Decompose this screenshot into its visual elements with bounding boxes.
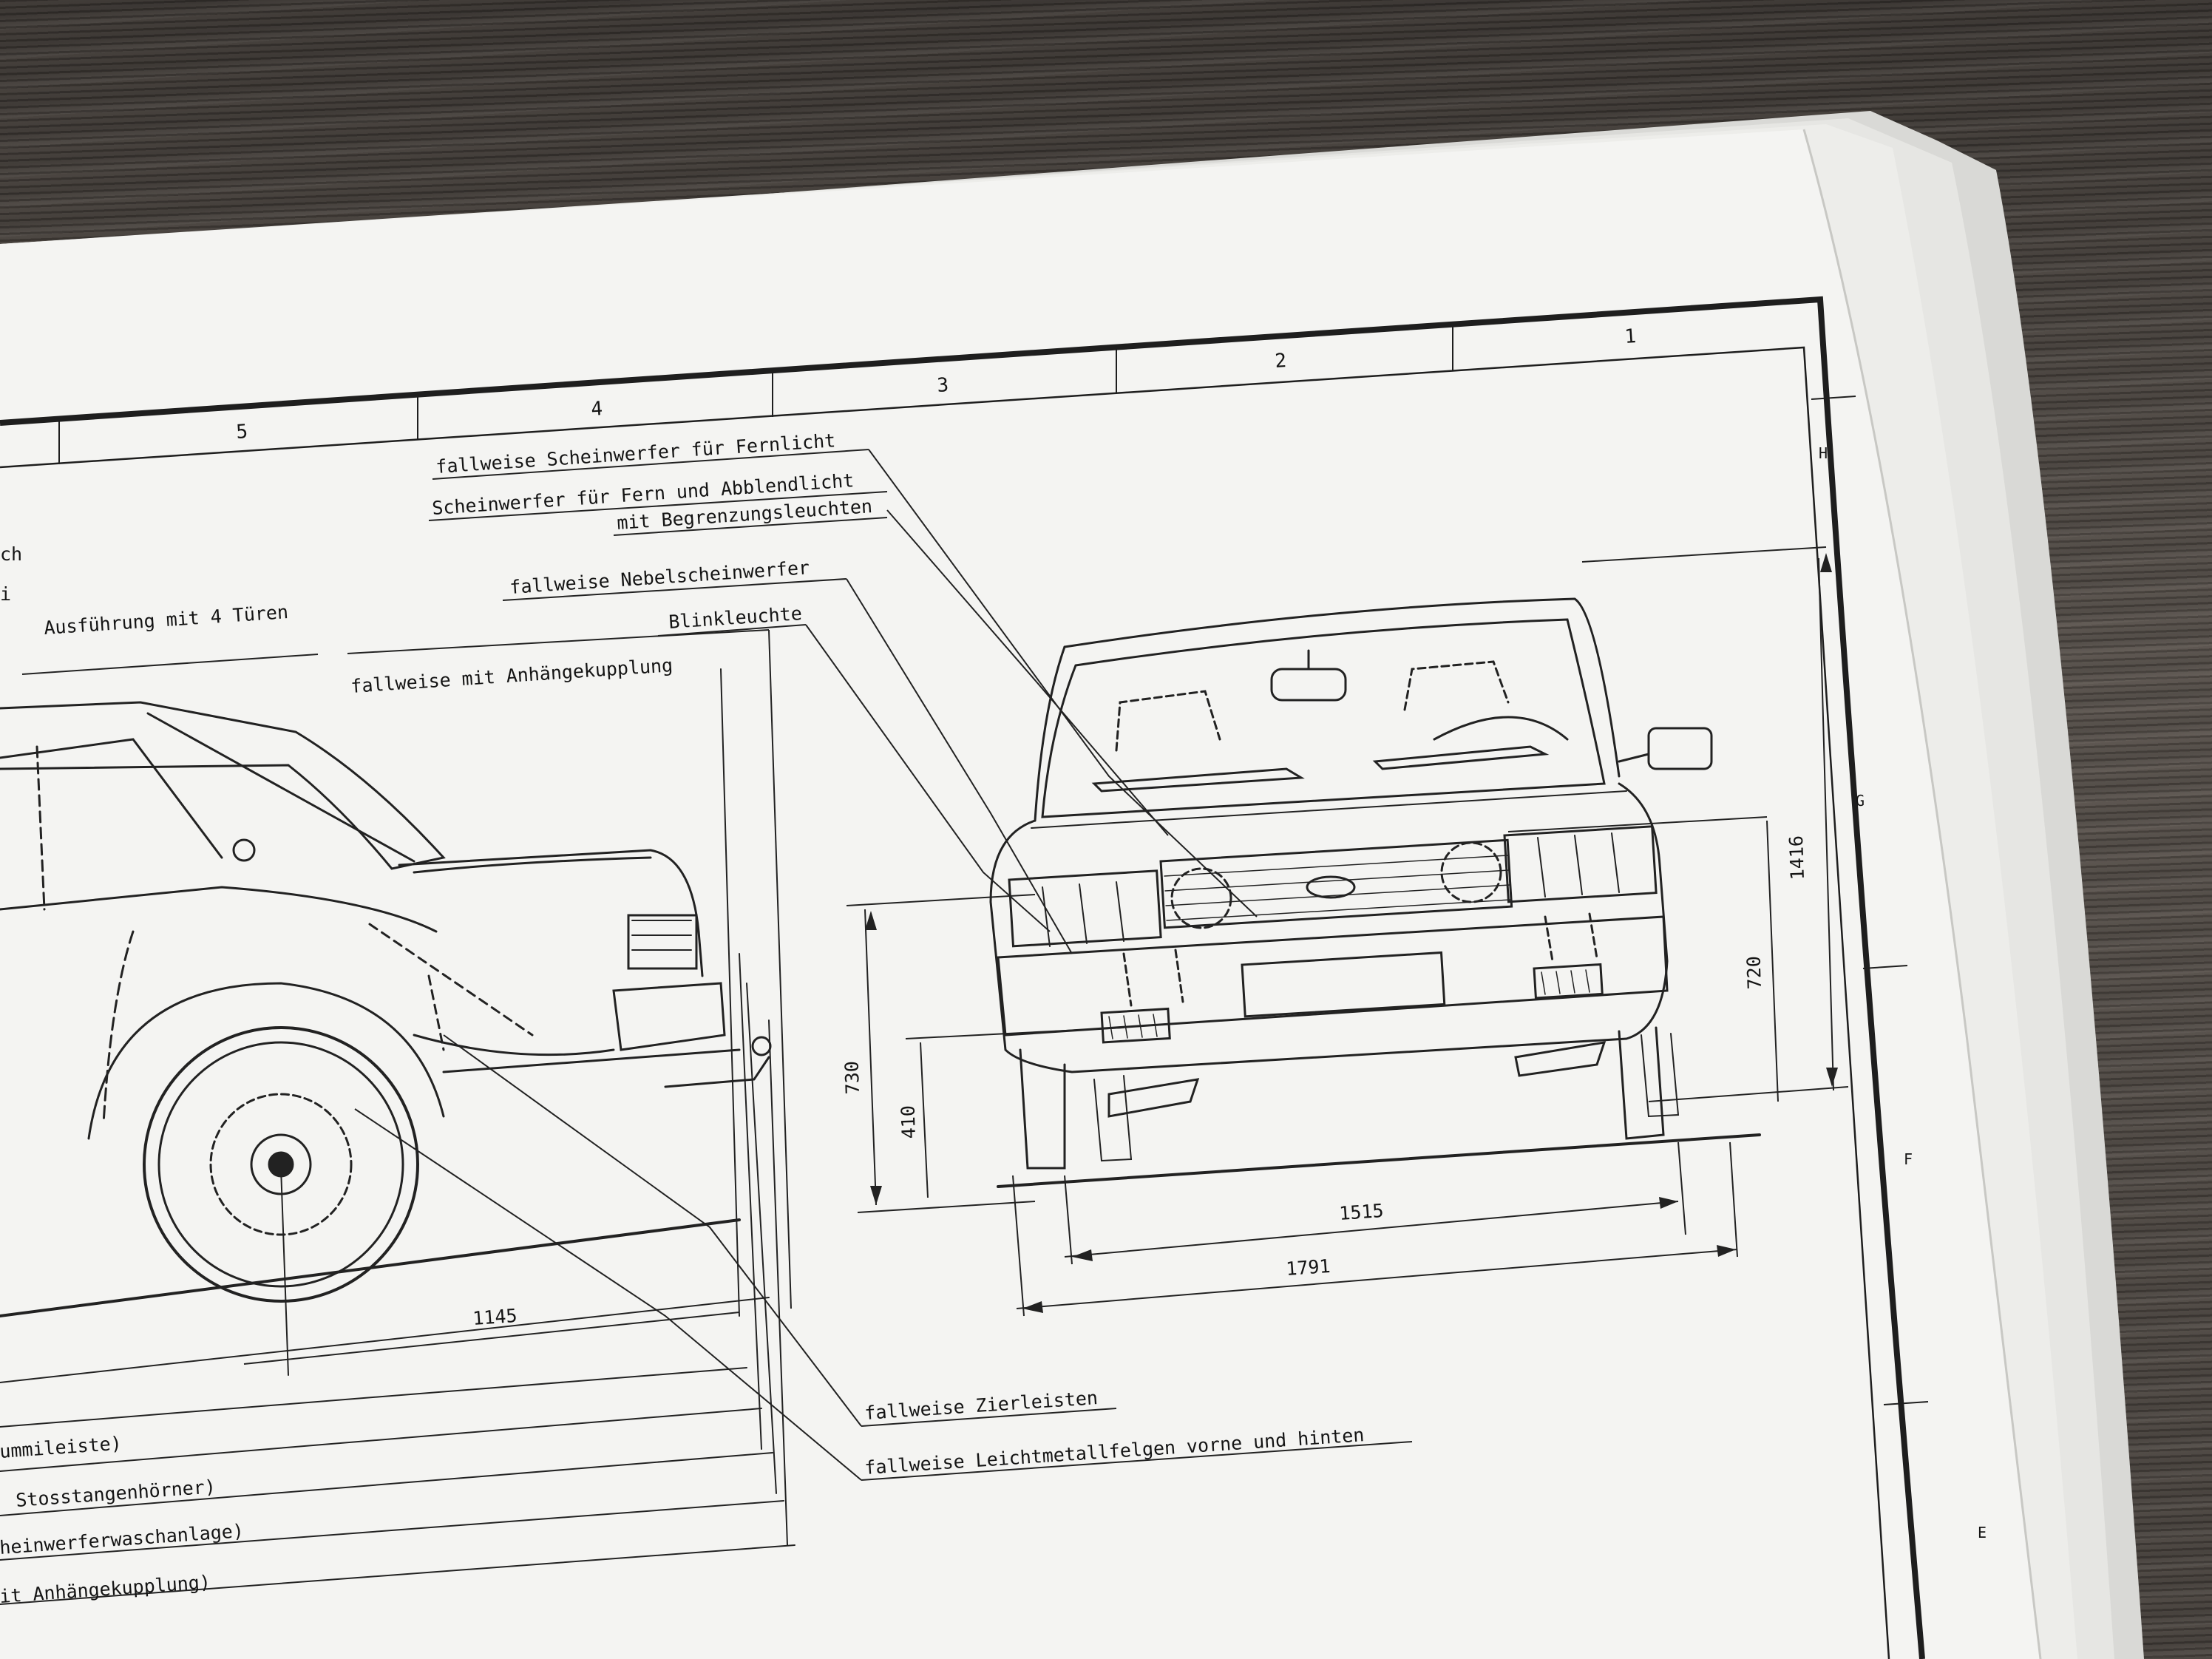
callout-cut-1: ch [0, 543, 22, 565]
row-label-g: G [1856, 792, 1865, 810]
row-label-h: H [1819, 444, 1828, 462]
sheet-grid-labels: 5 4 3 2 1 H G F E [235, 325, 1987, 1541]
column-label-2: 2 [1274, 350, 1287, 373]
dimension-lines [243, 546, 1849, 1365]
dimension-1416: 1416 [1785, 835, 1808, 881]
dimension-1145: 1145 [472, 1305, 518, 1329]
top-paper-sheet [0, 129, 2040, 1659]
callout-leader-lines [21, 449, 1413, 1481]
car-rear-view [989, 597, 1761, 1188]
callout-cut-2: i [0, 583, 11, 605]
dimension-labels: 1416 720 730 410 1515 1791 1145 [472, 835, 1808, 1329]
dimension-410: 410 [897, 1105, 920, 1139]
car-side-view [0, 668, 795, 1605]
dimension-1515: 1515 [1338, 1200, 1384, 1224]
column-label-5: 5 [235, 421, 248, 444]
dimension-1791: 1791 [1285, 1255, 1331, 1280]
dimension-arrowheads [865, 553, 1838, 1313]
dimension-730: 730 [841, 1061, 864, 1095]
column-label-1: 1 [1624, 325, 1637, 348]
column-label-3: 3 [936, 374, 949, 397]
column-label-4: 4 [590, 398, 603, 421]
row-label-e: E [1978, 1524, 1987, 1541]
row-label-f: F [1904, 1150, 1913, 1168]
dimension-720: 720 [1743, 956, 1765, 990]
